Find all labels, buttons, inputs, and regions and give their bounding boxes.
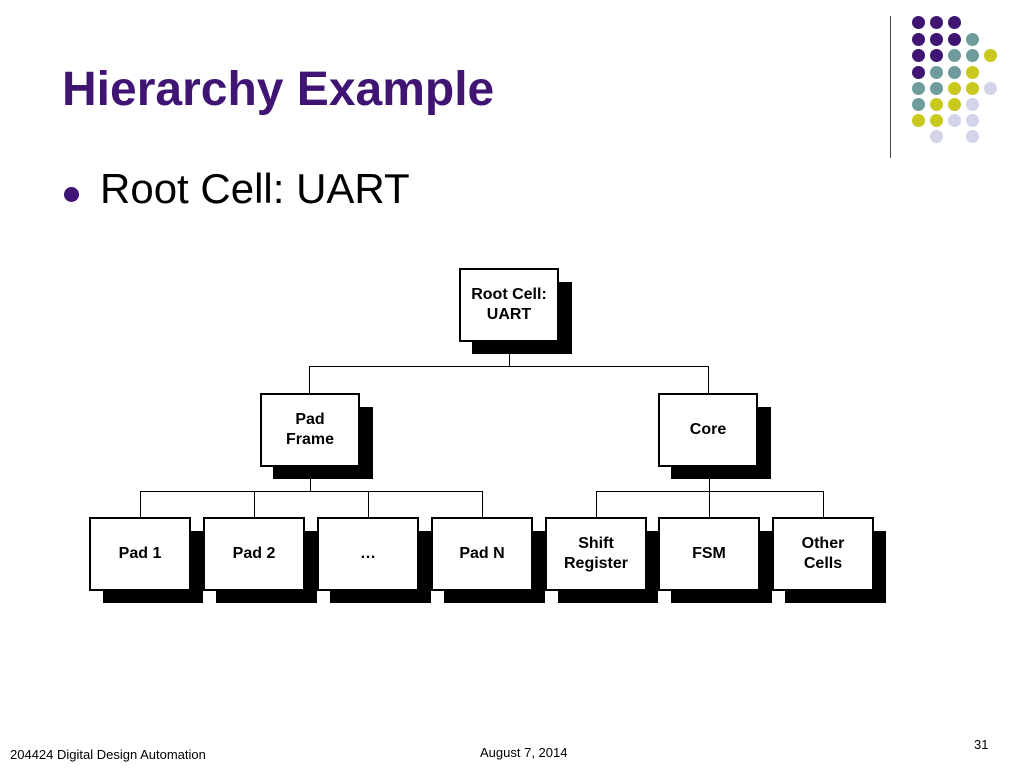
decorative-dot — [912, 33, 925, 46]
decorative-dot — [930, 33, 943, 46]
node-root: Root Cell: UART — [459, 268, 559, 342]
decorative-dot — [966, 130, 979, 143]
node-pad-frame: Pad Frame — [260, 393, 360, 467]
node-core: Core — [658, 393, 758, 467]
connector — [309, 366, 310, 395]
decorative-dot — [912, 16, 925, 29]
connector — [482, 491, 483, 518]
decorative-dot — [948, 66, 961, 79]
decorative-dot — [948, 114, 961, 127]
decorative-dot — [930, 16, 943, 29]
node-shift-register: Shift Register — [545, 517, 647, 591]
decorative-divider — [890, 16, 891, 158]
footer-date: August 7, 2014 — [480, 745, 568, 760]
connector — [140, 491, 141, 518]
decorative-dot — [984, 49, 997, 62]
footer-course: 204424 Digital Design Automation — [10, 747, 206, 762]
decorative-dot — [948, 82, 961, 95]
decorative-dot — [948, 98, 961, 111]
connector — [368, 491, 369, 518]
decorative-dot — [984, 82, 997, 95]
decorative-dot — [948, 16, 961, 29]
connector — [823, 491, 824, 518]
connector — [310, 467, 311, 492]
decorative-dot — [930, 82, 943, 95]
decorative-dot — [912, 66, 925, 79]
connector — [709, 491, 710, 518]
decorative-dot — [966, 33, 979, 46]
node-pad-n: Pad N — [431, 517, 533, 591]
connector — [254, 491, 255, 518]
connector — [140, 491, 483, 492]
decorative-dot — [930, 114, 943, 127]
decorative-dot — [912, 114, 925, 127]
decorative-dot — [966, 114, 979, 127]
decorative-dot — [948, 49, 961, 62]
decorative-dot — [930, 66, 943, 79]
connector — [596, 491, 824, 492]
decorative-dot — [912, 98, 925, 111]
node-pad-2: Pad 2 — [203, 517, 305, 591]
decorative-dot — [966, 66, 979, 79]
decorative-dot — [912, 82, 925, 95]
node-pad-ellipsis: … — [317, 517, 419, 591]
decorative-dot — [930, 98, 943, 111]
connector — [309, 366, 709, 367]
bullet-text: Root Cell: UART — [100, 165, 410, 212]
decorative-dot — [930, 130, 943, 143]
connector — [709, 467, 710, 492]
slide-number: 31 — [974, 737, 989, 752]
decorative-dot — [948, 33, 961, 46]
decorative-dot — [912, 49, 925, 62]
connector — [596, 491, 597, 518]
decorative-dot — [966, 49, 979, 62]
node-other-cells: Other Cells — [772, 517, 874, 591]
node-fsm: FSM — [658, 517, 760, 591]
decorative-dot — [966, 82, 979, 95]
connector — [509, 341, 510, 367]
decorative-dot — [930, 49, 943, 62]
bullet-dot-icon — [64, 187, 79, 202]
slide-title: Hierarchy Example — [62, 63, 495, 116]
connector — [708, 366, 709, 395]
node-pad-1: Pad 1 — [89, 517, 191, 591]
decorative-dot — [966, 98, 979, 111]
